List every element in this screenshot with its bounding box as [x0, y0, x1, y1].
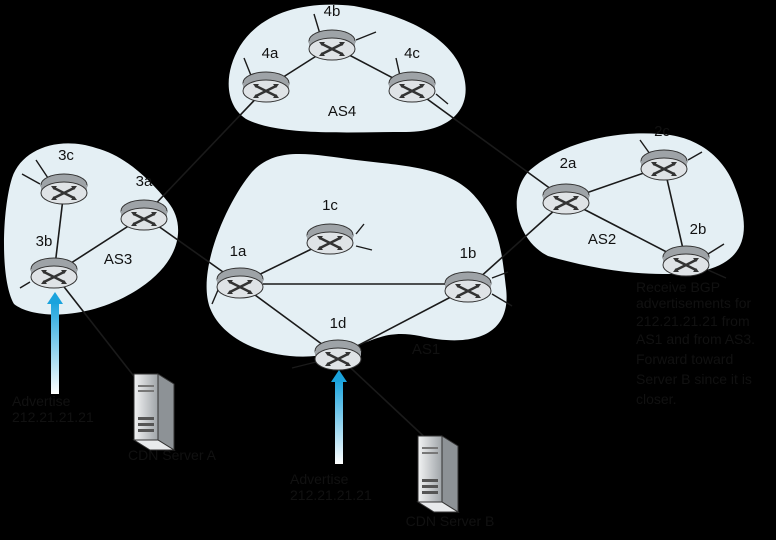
router-label-1a: 1a	[230, 243, 247, 260]
router-label-3b: 3b	[36, 233, 53, 250]
svg-text:Advertise: Advertise	[290, 471, 349, 487]
as-label-as2: AS2	[588, 231, 616, 248]
as-regions	[4, 4, 744, 357]
svg-text:212.21.21.21: 212.21.21.21	[290, 487, 372, 503]
router-icon	[119, 198, 169, 232]
host-stubs	[19, 13, 727, 369]
router-label-3c: 3c	[58, 147, 74, 164]
router-icon	[29, 256, 79, 290]
router-label-1c: 1c	[322, 197, 338, 214]
router-label-3a: 3a	[136, 173, 153, 190]
labels: 1a 1b 1c 1d 2a 2b 2c 3a 3b 3c 4a 4b 4c A…	[12, 3, 755, 529]
advert-arrows	[47, 292, 347, 464]
svg-text:Forward toward: Forward toward	[636, 351, 733, 367]
router-icon	[39, 172, 89, 206]
router-label-4b: 4b	[324, 3, 341, 20]
svg-text:AS1 and from AS3.: AS1 and from AS3.	[636, 331, 755, 347]
svg-text:Advertise: Advertise	[12, 393, 71, 409]
router-icon	[639, 148, 689, 182]
bgp-annotation: Receive BGP advertisements for 212.21.21…	[636, 279, 755, 407]
router-icon	[387, 70, 437, 104]
link-1d-1b	[337, 287, 469, 357]
router-label-2b: 2b	[690, 221, 707, 238]
as-label-as1: AS1	[412, 341, 440, 358]
server-label-a: CDN Server A	[128, 447, 217, 463]
link-4c-2a	[411, 87, 567, 201]
router-icon	[305, 222, 355, 256]
router-icon	[313, 338, 363, 372]
link-1b-2a	[467, 199, 567, 289]
server-icon	[417, 435, 459, 513]
svg-text:advertisements for: advertisements for	[636, 295, 751, 311]
server-icon	[133, 373, 175, 451]
svg-text:Server B since it is: Server B since it is	[636, 371, 752, 387]
router-label-4a: 4a	[262, 45, 279, 62]
advert-label-3b: Advertise 212.21.21.21	[12, 393, 94, 425]
router-label-1b: 1b	[460, 245, 477, 262]
as1-region	[206, 153, 507, 357]
router-label-2c: 2c	[654, 123, 670, 140]
svg-text:212.21.21.21: 212.21.21.21	[12, 409, 94, 425]
svg-text:Receive BGP: Receive BGP	[636, 279, 720, 295]
as-label-as4: AS4	[328, 103, 356, 120]
server-label-b: CDN Server B	[406, 513, 495, 529]
as-label-as3: AS3	[104, 251, 132, 268]
svg-text:212.21.21.21 from: 212.21.21.21 from	[636, 313, 750, 329]
router-icon	[443, 270, 493, 304]
router-icon	[215, 266, 265, 300]
router-icon	[307, 28, 357, 62]
advert-label-1d: Advertise 212.21.21.21	[290, 471, 372, 503]
router-label-1d: 1d	[330, 315, 347, 332]
router-label-2a: 2a	[560, 155, 577, 172]
router-icon	[541, 182, 591, 216]
router-label-4c: 4c	[404, 45, 420, 62]
diagram-content: 1a 1b 1c 1d 2a 2b 2c 3a 3b 3c 4a 4b 4c A…	[4, 3, 755, 529]
svg-text:closer.: closer.	[636, 391, 676, 407]
link-3a-4a	[143, 87, 267, 217]
link-1d-server-b	[337, 355, 433, 445]
down-arrow-icon	[331, 370, 347, 464]
link-3b-server-a	[53, 273, 141, 385]
down-arrow-icon	[47, 292, 63, 394]
router-icon	[241, 70, 291, 104]
router-icon	[661, 244, 711, 278]
